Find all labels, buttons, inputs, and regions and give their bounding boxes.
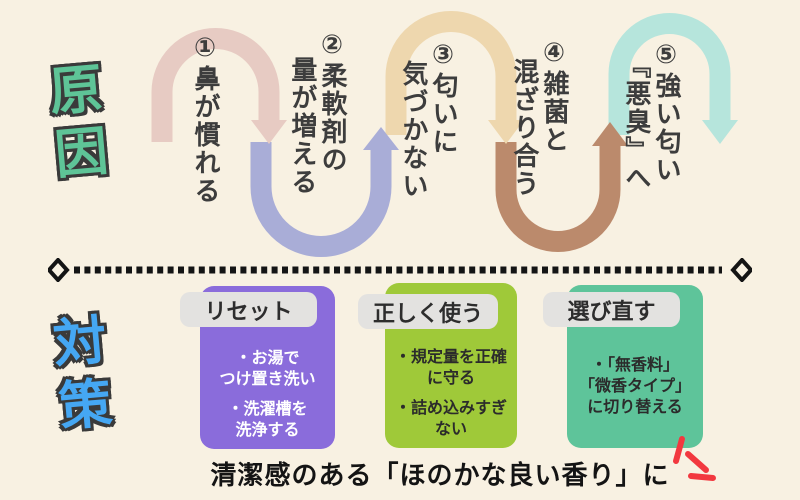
cause-item-5: ⑤強い匂い 『悪臭』へ	[622, 40, 682, 192]
card-tag-use-correctly: 正しく使う	[358, 294, 498, 329]
bullet-line: ・「無香料」	[590, 357, 679, 374]
bullet: ・洗濯槽を 洗浄する	[200, 399, 335, 441]
measure-section-label: 対策	[43, 311, 114, 443]
cause-item-5-line2: 『悪臭』へ	[621, 52, 652, 192]
cause-item-5-line1: ⑤強い匂い	[652, 40, 682, 184]
card-tag-reset: リセット	[180, 292, 317, 327]
cause-item-4-line1: ④雑菌と	[540, 38, 570, 154]
measure-card-reselect-body: ・「無香料」 「微香タイプ」 に切り替える	[567, 355, 703, 418]
cause-item-2: ②柔軟剤の 量が増える	[288, 30, 348, 196]
cause-item-1-line: ①鼻が慣れる	[191, 33, 221, 205]
bullet: ・詰め込みすぎ ない	[385, 398, 517, 440]
cause-item-3-line1: ③匂いに	[429, 40, 459, 156]
section-divider	[48, 258, 752, 282]
cause-section-label: 原因	[39, 59, 110, 191]
arrow-2-lavender-u	[250, 127, 399, 257]
emphasis-strokes-icon	[673, 436, 716, 481]
bullet: ・「無香料」 「微香タイプ」 に切り替える	[567, 355, 703, 418]
cause-item-3-line2: 気づかない	[398, 60, 429, 200]
divider-diamond-left	[48, 258, 70, 282]
cause-item-2-line2: 量が増える	[287, 56, 318, 196]
bullet-line: ない	[434, 421, 467, 439]
bullet-line: に守る	[426, 370, 475, 388]
bullet-line: ・洗濯槽を	[227, 401, 308, 419]
bullet-line: に切り替える	[587, 399, 683, 417]
divider-diamond-right	[730, 258, 752, 282]
bullet-line: 洗浄する	[235, 422, 300, 440]
cause-item-2-line1: ②柔軟剤の	[318, 30, 348, 174]
footer-headline: 清潔感のある「ほのかな良い香り」に	[210, 460, 670, 490]
measure-card-use-correctly-body: ・規定量を正確 に守る ・詰め込みすぎ ない	[385, 347, 517, 440]
bullet: ・規定量を正確 に守る	[385, 347, 517, 389]
arrow-5-teal-arch	[608, 13, 738, 144]
bullet: ・お湯で つけ置き洗い	[200, 348, 335, 390]
bullet-line: ・規定量を正確	[394, 349, 507, 366]
bullet-line: ・詰め込みすぎ	[394, 400, 507, 418]
cause-item-1: ①鼻が慣れる	[191, 33, 221, 205]
bullet-line: ・お湯で	[235, 350, 300, 367]
cause-item-4: ④雑菌と 混ざり合う	[510, 38, 570, 198]
measure-card-reset-body: ・お湯で つけ置き洗い ・洗濯槽を 洗浄する	[200, 348, 335, 441]
card-tag-reselect: 選び直す	[543, 292, 680, 327]
cause-item-4-line2: 混ざり合う	[509, 58, 540, 198]
bullet-line: 「微香タイプ」	[578, 378, 691, 396]
arrow-4-brown-u	[495, 122, 628, 252]
arrow-1-pink-arch	[151, 28, 287, 144]
arrow-3-tan-arch	[385, 11, 524, 144]
cause-flow-arrows	[151, 11, 738, 257]
bullet-line: つけ置き洗い	[219, 371, 316, 389]
cause-item-3: ③匂いに 気づかない	[399, 40, 459, 200]
